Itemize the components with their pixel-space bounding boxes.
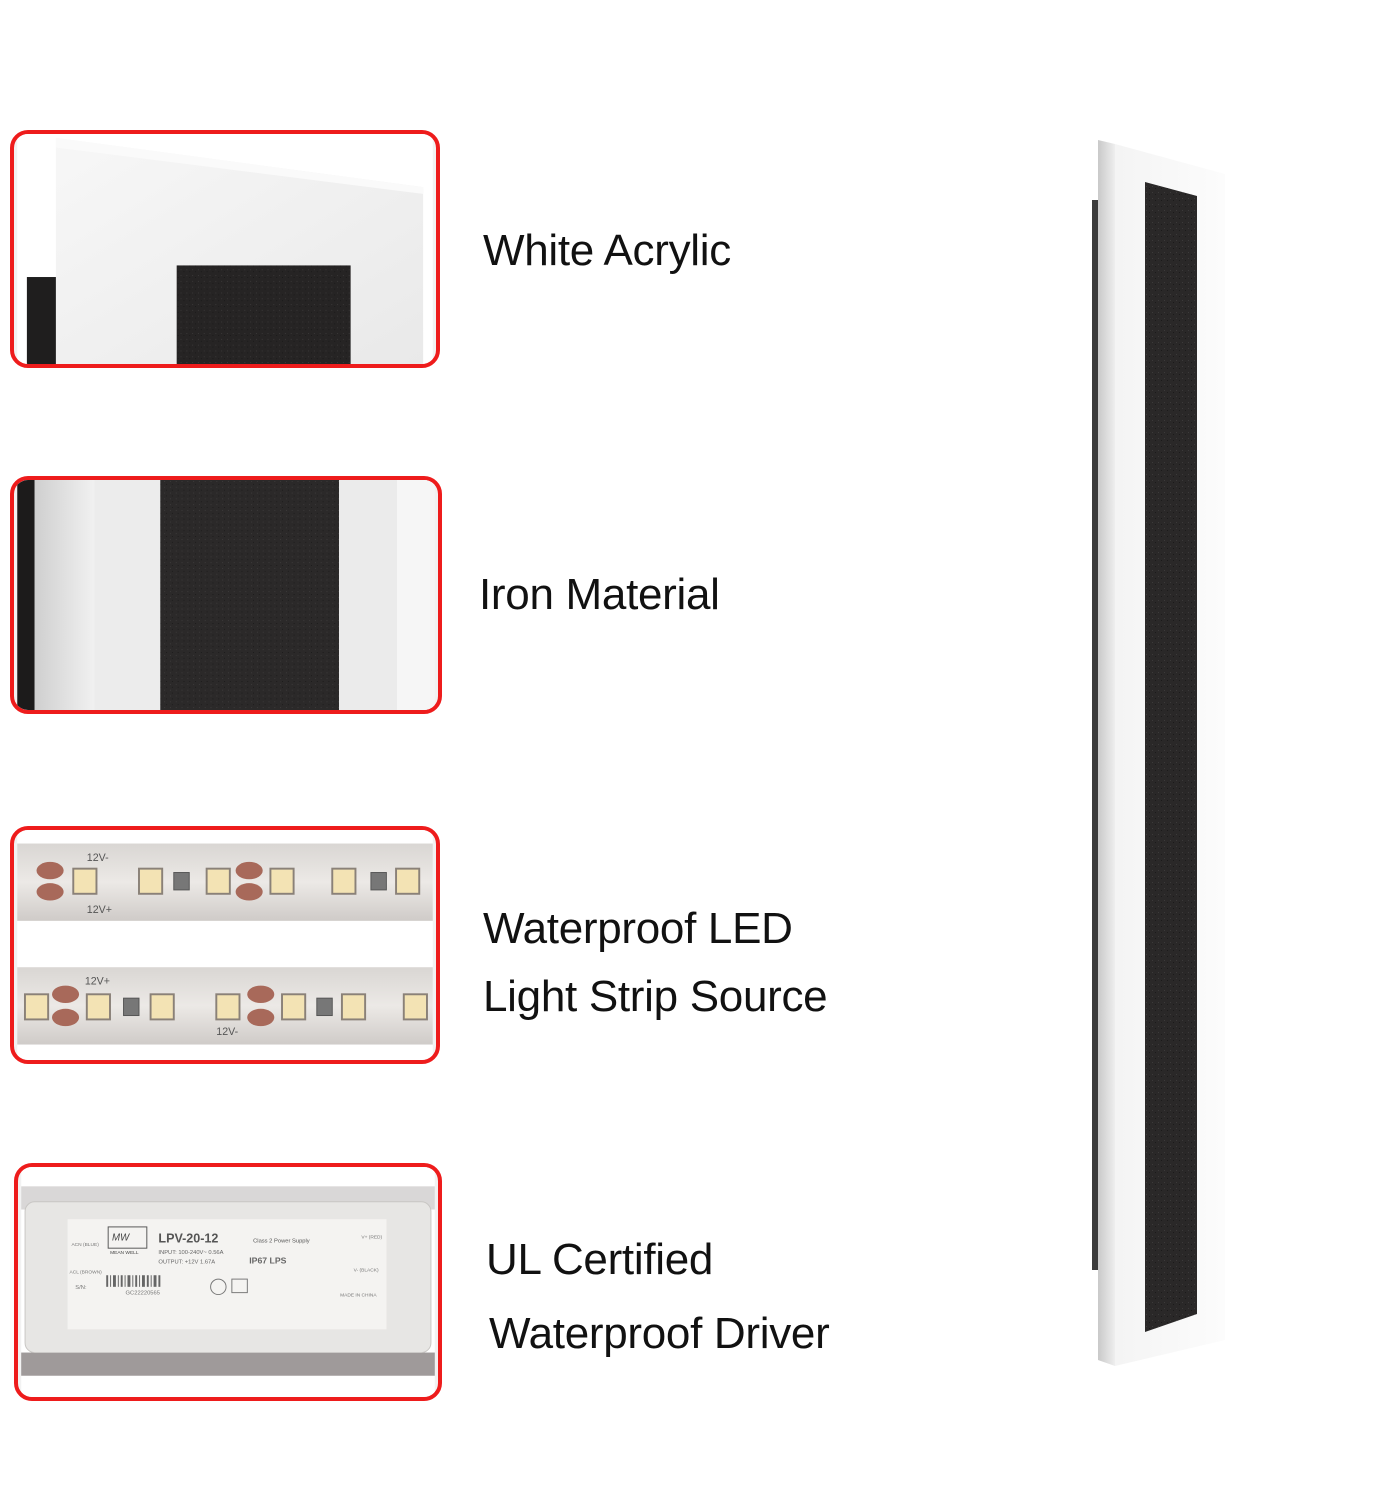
strip-mark-lower-plus: 12V+	[85, 976, 110, 988]
svg-text:ACN (BLUE): ACN (BLUE)	[71, 1242, 99, 1248]
led-strip-photo: 12V- 12V+ 12V+ 12V-	[17, 830, 433, 1060]
white-acrylic-photo-frame	[10, 130, 440, 368]
feature-label-driver-line1: UL Certified	[486, 1235, 714, 1284]
led-chips-lower	[23, 985, 428, 1027]
led-chips-upper	[36, 861, 421, 901]
feature-label-led-line1: Waterproof LED	[483, 904, 793, 953]
svg-text:MADE IN CHINA: MADE IN CHINA	[340, 1292, 377, 1298]
certification-mark-icon	[210, 1278, 227, 1296]
svg-text:OUTPUT: +12V 1.67A: OUTPUT: +12V 1.67A	[158, 1260, 215, 1266]
iron-material-photo-frame	[10, 476, 442, 714]
svg-text:INPUT: 100-240V~ 0.56A: INPUT: 100-240V~ 0.56A	[158, 1250, 223, 1256]
driver-photo-frame: MW MEAN WELL LPV-20-12 Class 2 Power Sup…	[14, 1163, 442, 1401]
lamp-iron-panel	[1145, 182, 1197, 1332]
driver-photo: MW MEAN WELL LPV-20-12 Class 2 Power Sup…	[21, 1167, 435, 1397]
strip-mark-upper-minus: 12V-	[87, 852, 109, 864]
driver-model: LPV-20-12	[158, 1231, 218, 1245]
wall-lamp-product-image	[1092, 140, 1225, 1366]
svg-text:V- (BLACK): V- (BLACK)	[354, 1267, 379, 1273]
svg-text:S/N:: S/N:	[75, 1285, 87, 1291]
svg-text:GC22220565: GC22220565	[126, 1291, 160, 1297]
led-strip-photo-frame: 12V- 12V+ 12V+ 12V-	[10, 826, 440, 1064]
feature-label-white-acrylic: White Acrylic	[483, 226, 731, 275]
strip-mark-upper-plus: 12V+	[87, 904, 112, 916]
feature-label-led-line2: Light Strip Source	[483, 972, 828, 1021]
eac-mark-icon	[231, 1278, 248, 1294]
iron-material-photo	[17, 480, 435, 710]
iron-panel-inset	[176, 265, 351, 364]
svg-text:ACL (BROWN): ACL (BROWN)	[70, 1269, 103, 1275]
driver-label-sticker	[67, 1219, 387, 1330]
svg-text:Class 2 Power Supply: Class 2 Power Supply	[253, 1238, 310, 1244]
meanwell-logo	[107, 1226, 148, 1249]
svg-text:MEAN WELL: MEAN WELL	[110, 1250, 139, 1256]
iron-panel	[160, 480, 340, 710]
strip-mark-lower-minus: 12V-	[216, 1026, 238, 1038]
svg-text:MW: MW	[112, 1232, 130, 1243]
feature-label-driver-line2: Waterproof Driver	[489, 1309, 830, 1358]
feature-label-iron-material: Iron Material	[479, 570, 720, 619]
white-acrylic-photo	[17, 134, 433, 364]
barcode	[106, 1275, 161, 1287]
svg-text:IP67 LPS: IP67 LPS	[249, 1256, 286, 1266]
svg-text:V+ (RED): V+ (RED)	[361, 1235, 382, 1241]
